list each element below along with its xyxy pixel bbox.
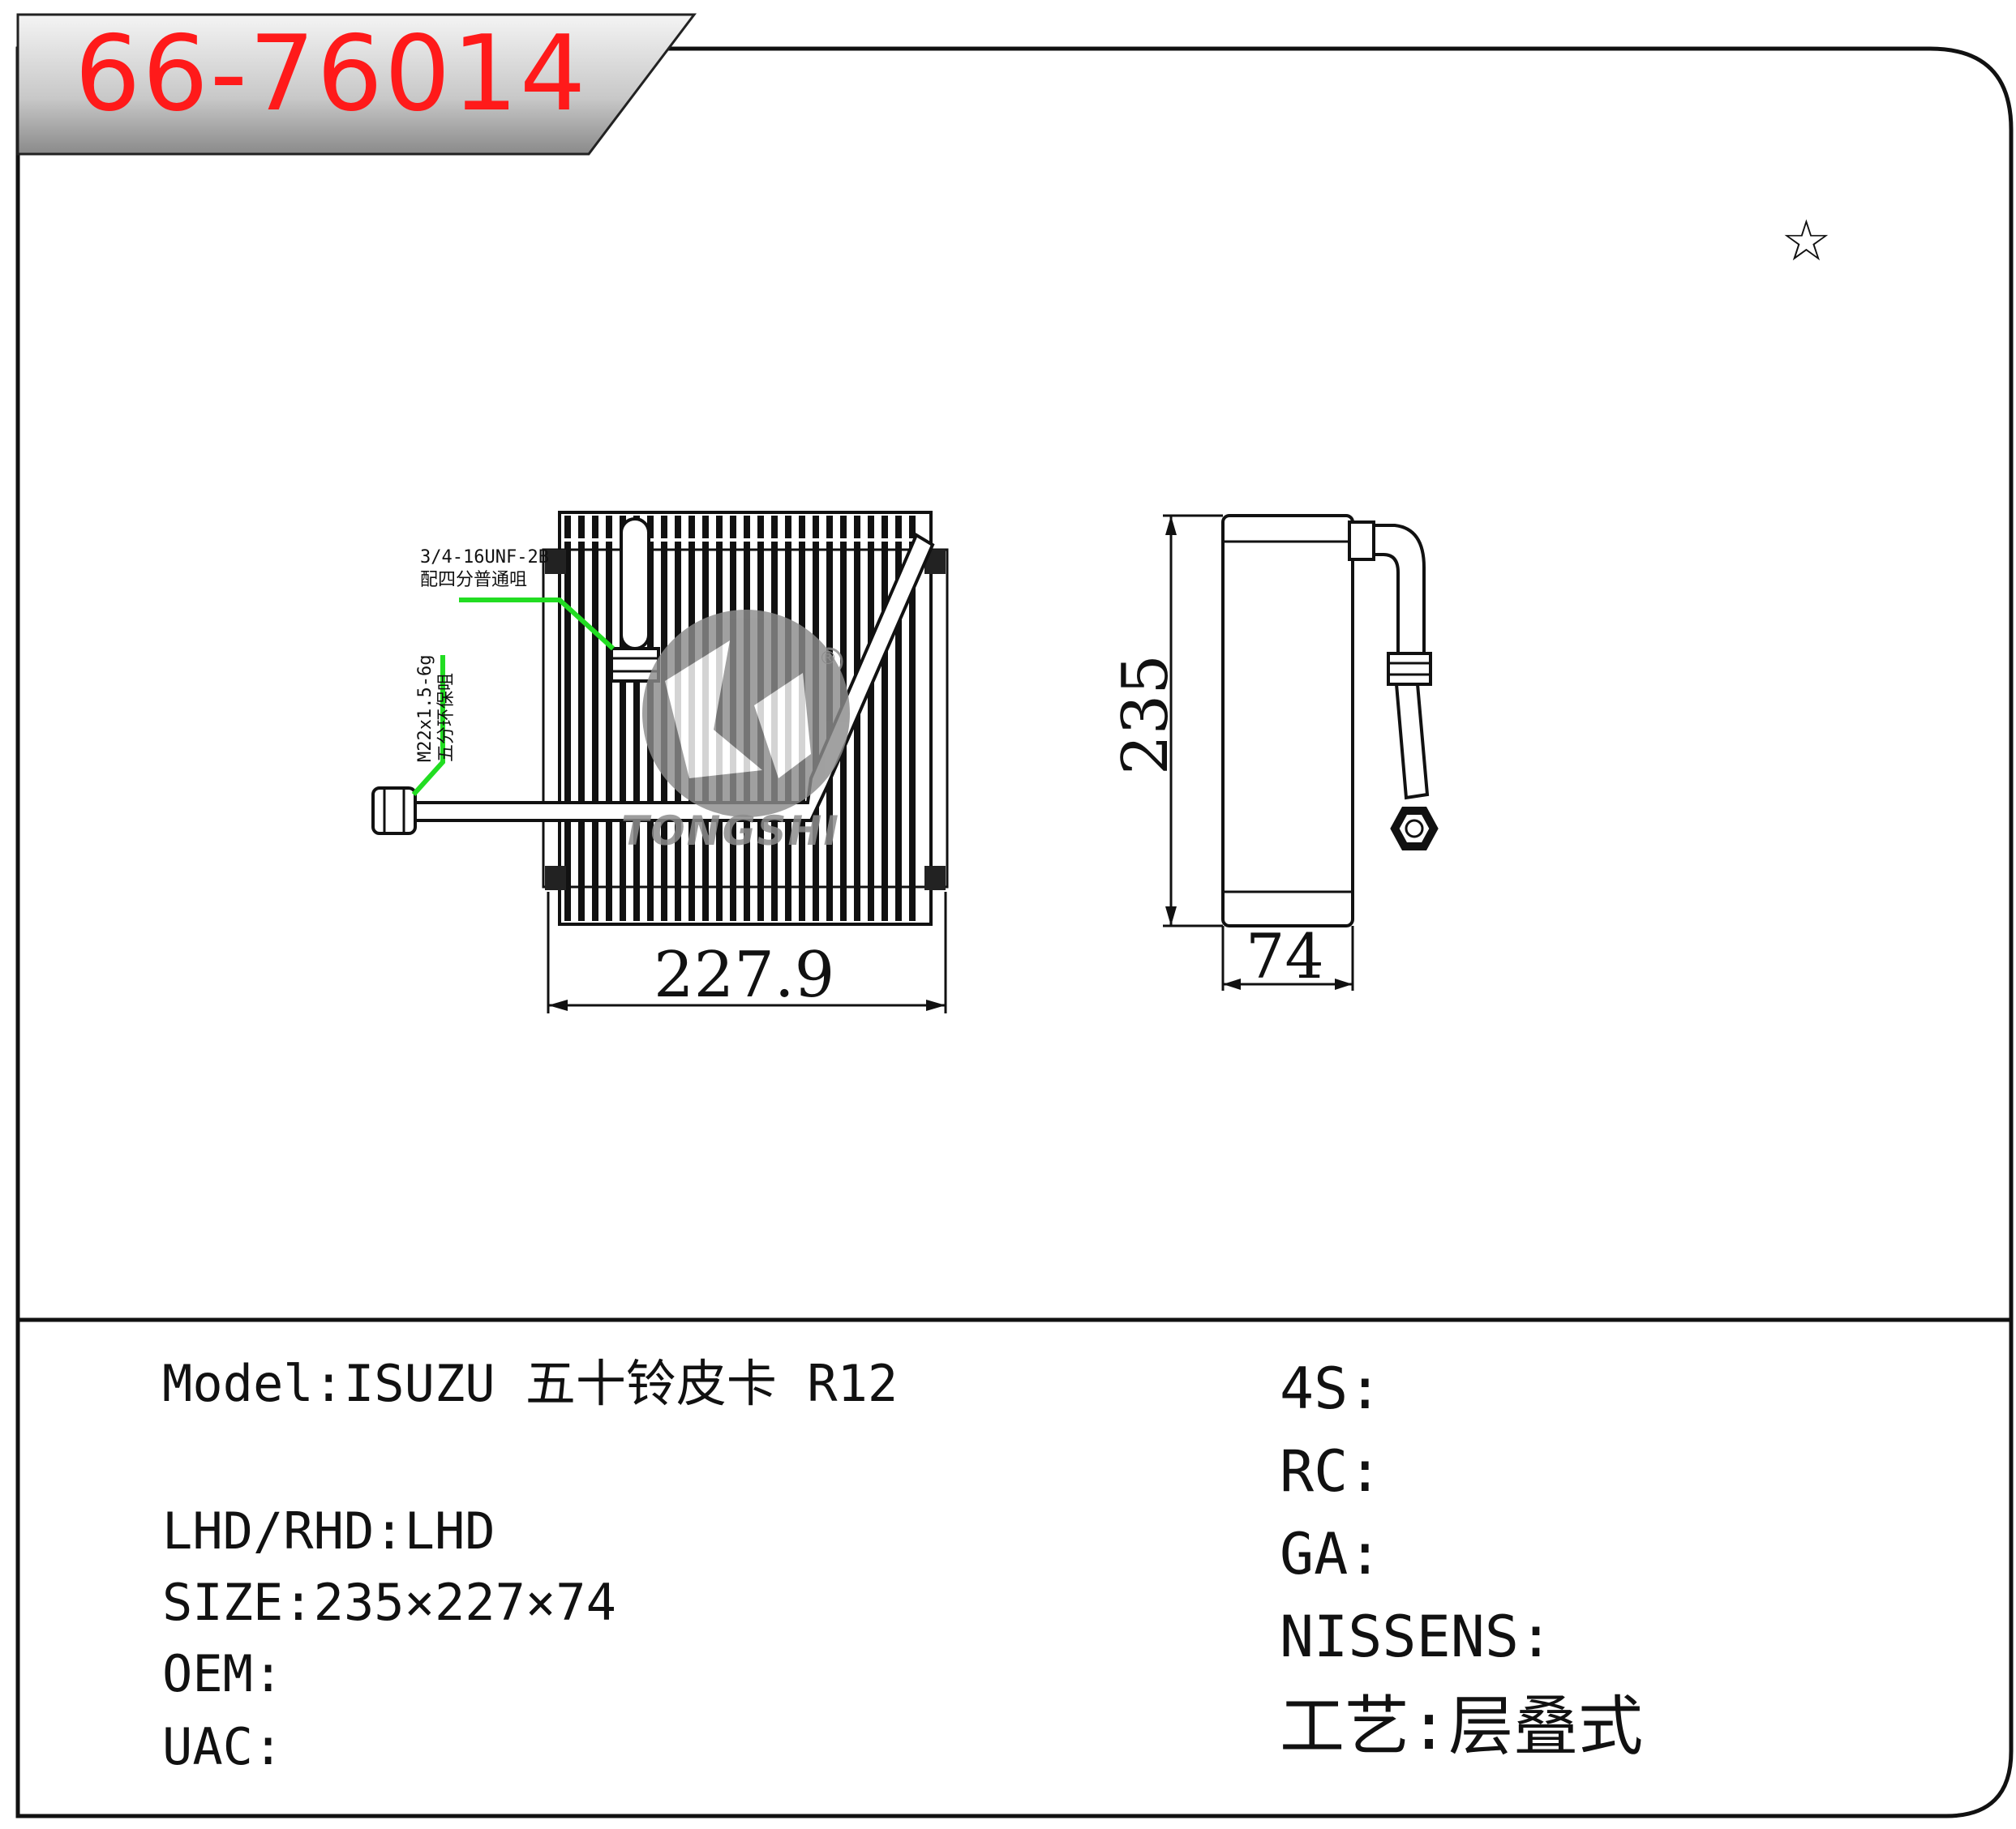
- spec-process: 工艺:层叠式: [1280, 1694, 1643, 1759]
- spec-nissens: NISSENS:: [1280, 1608, 1553, 1665]
- callout-leader-side: [411, 655, 445, 797]
- spec-uac: UAC:: [162, 1722, 283, 1772]
- callout-fitting-top: 3/4-16UNF-2B 配四分普通咀: [420, 546, 549, 592]
- callout-fitting-side-desc: 五分环保咀: [436, 672, 457, 762]
- callout-fitting-top-desc: 配四分普通咀: [420, 570, 528, 590]
- callout-fitting-side-spec: M22x1.5-6g: [415, 654, 435, 762]
- spec-model-value: ISUZU 五十铃皮卡 R12: [343, 1354, 899, 1413]
- spec-drive-side: LHD/RHD:LHD: [162, 1506, 495, 1557]
- spec-oem: OEM:: [162, 1649, 283, 1699]
- spec-ga-label: GA:: [1280, 1521, 1383, 1587]
- spec-4s-label: 4S:: [1280, 1356, 1383, 1422]
- spec-model: Model:ISUZU 五十铃皮卡 R12: [162, 1359, 898, 1409]
- spec-process-value: 层叠式: [1448, 1689, 1644, 1764]
- dim-depth: 74: [1246, 920, 1324, 992]
- spec-drive-side-value: LHD: [404, 1501, 495, 1561]
- evaporator-side-view: [1221, 514, 1439, 927]
- dim-width: 227.9: [654, 939, 835, 1012]
- spec-uac-label: UAC:: [162, 1717, 284, 1776]
- title-tab: [16, 13, 697, 156]
- spec-ga: GA:: [1280, 1526, 1382, 1583]
- spec-rc: RC:: [1280, 1443, 1382, 1500]
- dim-height: 235: [1109, 654, 1182, 775]
- spec-rc-label: RC:: [1280, 1438, 1383, 1505]
- spec-size: SIZE:235×227×74: [162, 1578, 616, 1628]
- spec-model-label: Model:: [162, 1354, 344, 1413]
- part-number: 66-76014: [75, 14, 588, 135]
- star-icon: ☆: [1781, 208, 1832, 274]
- spec-size-label: SIZE:: [162, 1573, 314, 1632]
- spec-nissens-label: NISSENS:: [1280, 1604, 1554, 1670]
- spec-drive-side-label: LHD/RHD:: [162, 1501, 405, 1561]
- spec-size-value: 235×227×74: [313, 1573, 616, 1632]
- callout-leader-top: [459, 598, 616, 651]
- spec-4s: 4S:: [1280, 1360, 1382, 1417]
- tongshi-logo-watermark: [642, 610, 850, 817]
- spec-oem-label: OEM:: [162, 1644, 284, 1703]
- callout-fitting-side: M22x1.5-6g 五分环保咀: [415, 655, 457, 762]
- callout-fitting-top-spec: 3/4-16UNF-2B: [420, 547, 549, 568]
- spec-process-label: 工艺:: [1280, 1689, 1449, 1764]
- registered-mark: ®: [819, 649, 837, 669]
- watermark-brand-text: TONGSHI: [621, 807, 840, 855]
